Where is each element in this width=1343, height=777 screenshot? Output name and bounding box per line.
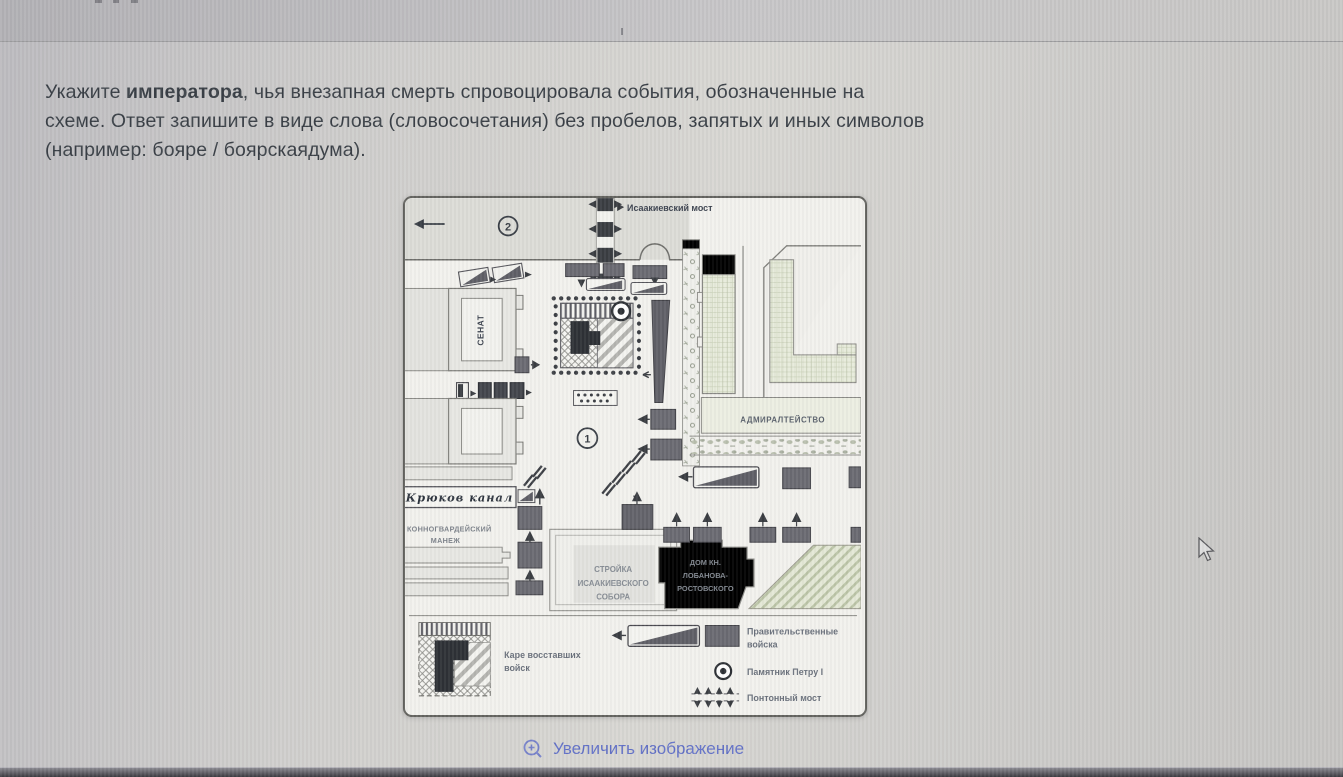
photo-artifact [95,0,102,3]
svg-text:РОСТОВСКОГО: РОСТОВСКОГО [677,584,734,593]
svg-text:КОННОГВАРДЕЙСКИЙ: КОННОГВАРДЕЙСКИЙ [407,524,491,533]
synod-building [405,397,524,465]
legend: Каре восставших войск Правительственные … [418,622,838,708]
direction-arrow-left [413,219,445,229]
question-line-1: Укажите императора, чья внезапная смерть… [45,81,865,103]
bottom-bar [0,767,1343,777]
question-line-3: (например: бояре / боярскаядума). [45,139,366,161]
government-troops-south-row [663,512,861,543]
legend-government-label: Правительственные [747,626,838,636]
enlarge-image-label: Увеличить изображение [552,739,745,758]
svg-text:СОБОРА: СОБОРА [596,593,630,602]
svg-text:войска: войска [747,639,779,649]
rebel-kare-symbol [570,321,601,354]
senate-label: СЕНАТ [475,314,485,345]
canal-label: Крюков канал [405,491,513,505]
government-troops-north [565,263,668,295]
svg-text:ДОМ КН.: ДОМ КН. [690,558,721,567]
legend-pontoon-symbol [691,686,740,708]
photo-artifact [621,28,623,35]
monument-peter-map [610,301,632,322]
lobanov-rostovsky-house: ДОМ КН. ЛОБАНОВА- РОСТОВСКОГО [658,539,755,610]
legend-rebels-label: Каре восставших [504,650,581,660]
cavalry-attack-marks-west [523,465,547,489]
admiralty-boulevard [682,239,700,467]
cavalry-attack-marks-center [601,450,646,502]
government-column-wedge [651,299,671,403]
senate-building: СЕНАТ [405,287,524,372]
unit-above-construction [621,491,654,530]
svg-text:МАНЕЖ: МАНЕЖ [431,536,460,545]
legend-pontoon-label: Понтонный мост [747,693,822,703]
legend-monument-symbol [714,662,733,681]
bridge-label: Исаакиевский мост [627,203,713,213]
canal-wedge-unit [517,488,545,505]
legend-government-symbol [611,624,740,647]
svg-text:ЛОБАНОВА-: ЛОБАНОВА- [683,571,729,580]
mouse-cursor [1198,537,1215,562]
kryukov-canal: Крюков канал [405,486,517,509]
units-row-galernaya [456,382,532,400]
admiralty-complex: АДМИРАЛТЕЙСТВО [689,245,861,456]
map-marker-1: 1 [576,427,599,449]
admiralty-label: АДМИРАЛТЕЙСТВО [740,415,825,424]
photo-artifact [113,0,119,3]
question-text: Укажите императора, чья внезапная смерть… [45,78,1285,165]
decembrist-revolt-map: 2 Исаакиевский мост [405,198,861,708]
dotted-unit-block [573,390,618,406]
svg-text:ИСААКИЕВСКОГО: ИСААКИЕВСКОГО [578,579,649,588]
svg-text:СТРОЙКА: СТРОЙКА [594,565,632,574]
top-bar [0,0,1343,42]
legend-rebel-square-symbol [418,622,491,697]
map-scheme-card: 2 Исаакиевский мост [403,196,867,717]
government-wedge-center [678,466,861,490]
enlarge-image-link[interactable]: Увеличить изображение [403,734,863,764]
svg-text:войск: войск [504,663,530,673]
svg-text:2: 2 [505,221,511,233]
small-unit-east-of-senate [514,356,541,374]
garden-area [747,544,861,610]
troops-center-with-left-arrows [637,408,683,461]
neva-river-band [405,198,690,261]
horse-guards-manege: КОННОГВАРДЕЙСКИЙ МАНЕЖ [405,524,511,597]
zoom-in-icon [523,739,542,758]
map-marker-2: 2 [497,215,519,237]
question-line-2: схеме. Ответ запишите в виде слова (слов… [45,110,925,132]
legend-monument-label: Памятник Петру I [747,667,823,677]
question-bold-word: императора [126,81,243,103]
isaac-cathedral-construction: СТРОЙКА ИСААКИЕВСКОГО СОБОРА [549,528,678,612]
government-wedges-west [457,262,532,288]
street-building-strip [405,466,513,481]
svg-text:1: 1 [584,434,590,446]
arrow-left-small [642,371,651,379]
troops-column-manege [515,506,544,596]
photo-artifact [131,0,138,3]
